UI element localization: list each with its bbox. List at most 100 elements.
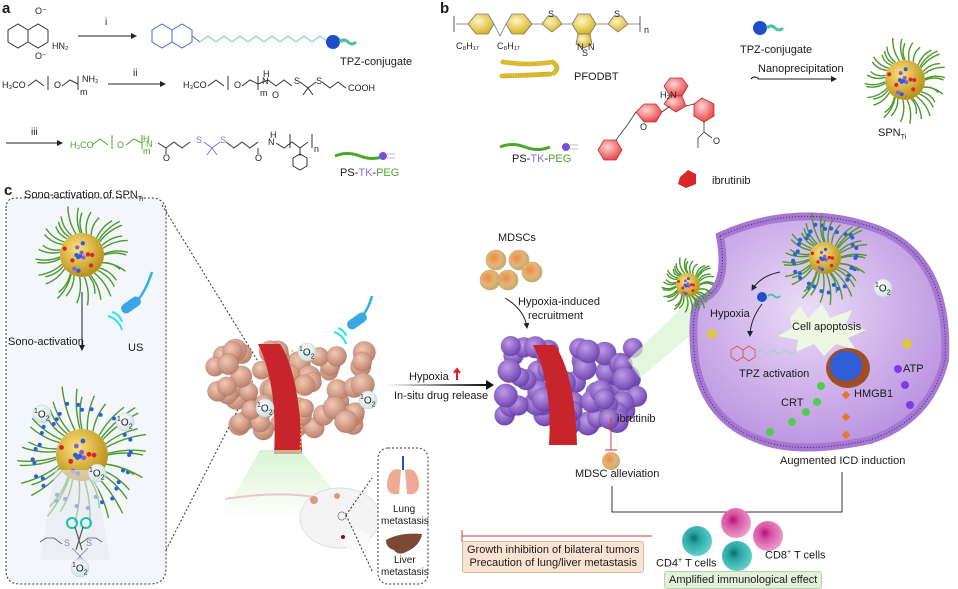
peg-chain — [43, 233, 63, 246]
tumor-cell-blob — [216, 376, 237, 397]
payload-dot — [81, 255, 86, 260]
peg-chain — [28, 441, 57, 450]
cell-apoptosis-label: Cell apoptosis — [792, 321, 862, 333]
lung-metastasis-label-1: Lung — [393, 504, 416, 515]
us-transducer-icon — [107, 271, 154, 331]
svg-text:S: S — [196, 135, 202, 145]
tpz-dot — [122, 432, 127, 437]
peg-chain — [688, 260, 694, 274]
tpz-dot — [813, 222, 818, 227]
peg-chain — [662, 286, 677, 291]
tpz-dot — [849, 265, 854, 270]
n-oxide-top: O⁻ — [35, 6, 47, 16]
peg-chain — [902, 42, 906, 61]
tpz-dot — [793, 269, 798, 274]
tpz-conjugate-icon-b — [753, 21, 767, 35]
cd8-suffix: T cells — [791, 549, 826, 562]
cell-hypoxia-label: Hypoxia — [710, 308, 750, 320]
svg-text:S: S — [614, 9, 620, 19]
tpz-dot — [37, 442, 42, 447]
tpz-dot — [854, 245, 859, 250]
hypoxia-label: Hypoxia — [409, 371, 449, 383]
peg-chain — [92, 403, 107, 432]
sono-activation-inset — [5, 197, 167, 585]
peg-chain — [102, 262, 121, 270]
peg-chain — [907, 42, 914, 61]
tpz-conjugate-icon-head — [326, 35, 340, 49]
peg-chain — [870, 71, 886, 77]
activated-tpz-structure — [730, 345, 798, 362]
peg-chain — [85, 211, 92, 234]
peg-chain — [696, 267, 711, 279]
payload-dot — [77, 253, 83, 259]
svg-text:S: S — [548, 9, 554, 19]
mdsc-cell — [508, 249, 530, 271]
peg-chain — [912, 46, 921, 62]
blood-vessel-b — [533, 345, 577, 445]
payload-dot — [908, 77, 913, 82]
peg-chain — [910, 98, 918, 115]
peg-chain — [922, 62, 941, 72]
mdsc-alleviation-label: MDSC alleviation — [575, 468, 660, 480]
peg-chain — [691, 295, 697, 308]
ibrutinib-label-b: ibrutinib — [712, 175, 751, 187]
tumor-cell-blob — [500, 335, 522, 357]
svg-text:O: O — [117, 140, 124, 150]
peg-chain — [803, 271, 818, 293]
tpz-conjugate-label-b: TPZ-conjugate — [740, 44, 813, 56]
tpz-dot — [30, 457, 35, 462]
tpz-dot — [791, 258, 796, 263]
payload-dot — [692, 283, 695, 287]
tpz-dot — [116, 480, 121, 485]
peg-chain — [61, 386, 76, 431]
peg-chain — [784, 259, 810, 266]
peg-chain — [79, 396, 83, 430]
inset-title: Sono-activation of SPNTi — [24, 190, 144, 204]
payload-dot — [90, 252, 95, 258]
ps-text: PS- — [340, 167, 359, 179]
peg-chain — [97, 269, 116, 287]
peg-chain — [107, 449, 146, 455]
ti-subscript: Ti — [900, 134, 907, 142]
cd8-text: CD8 — [765, 549, 788, 562]
peg-chain — [866, 74, 886, 80]
svg-text:S: S — [294, 76, 300, 86]
payload-dot — [79, 250, 84, 255]
peg-chain — [906, 99, 912, 124]
ibrutinib-icon — [678, 170, 696, 188]
tumor-cell-blob — [334, 409, 358, 434]
peg-chain — [838, 240, 862, 252]
peg-chain — [67, 206, 77, 235]
payload-dot — [823, 247, 828, 252]
apoptosis-burst — [778, 304, 866, 356]
peg-chain — [810, 272, 820, 296]
peg-chain — [829, 272, 838, 293]
payload-dot — [686, 282, 690, 286]
peg-chain — [873, 92, 890, 106]
tpz-dot — [850, 242, 855, 247]
payload-dot — [689, 283, 693, 287]
cd4-sup: + — [678, 557, 683, 564]
peg-chain — [831, 224, 841, 244]
peg-chain — [837, 266, 857, 282]
peg-chain — [698, 275, 715, 282]
inset-title-sub: Ti — [137, 196, 144, 204]
mouse — [224, 487, 381, 550]
peg-chain — [667, 290, 679, 298]
peg-chain — [827, 218, 834, 243]
recruitment-label-1: Hypoxia-induced — [518, 296, 600, 308]
peg-chain — [683, 257, 688, 274]
nanoparticle-core — [885, 60, 925, 100]
atp-label: ATP — [903, 363, 924, 375]
panel-label-a: a — [2, 0, 11, 17]
icd-label: Augmented ICD induction — [780, 455, 906, 467]
cd4-t-cell — [682, 526, 712, 556]
svg-text:N: N — [577, 42, 584, 52]
peg-chain — [803, 228, 817, 246]
tumor-cell-blob — [593, 388, 615, 410]
blood-vessel-a — [258, 344, 302, 454]
peg-chain — [694, 294, 706, 309]
payload-dot — [819, 250, 824, 255]
svg-text:m: m — [143, 146, 151, 156]
payload-dot — [899, 92, 904, 97]
